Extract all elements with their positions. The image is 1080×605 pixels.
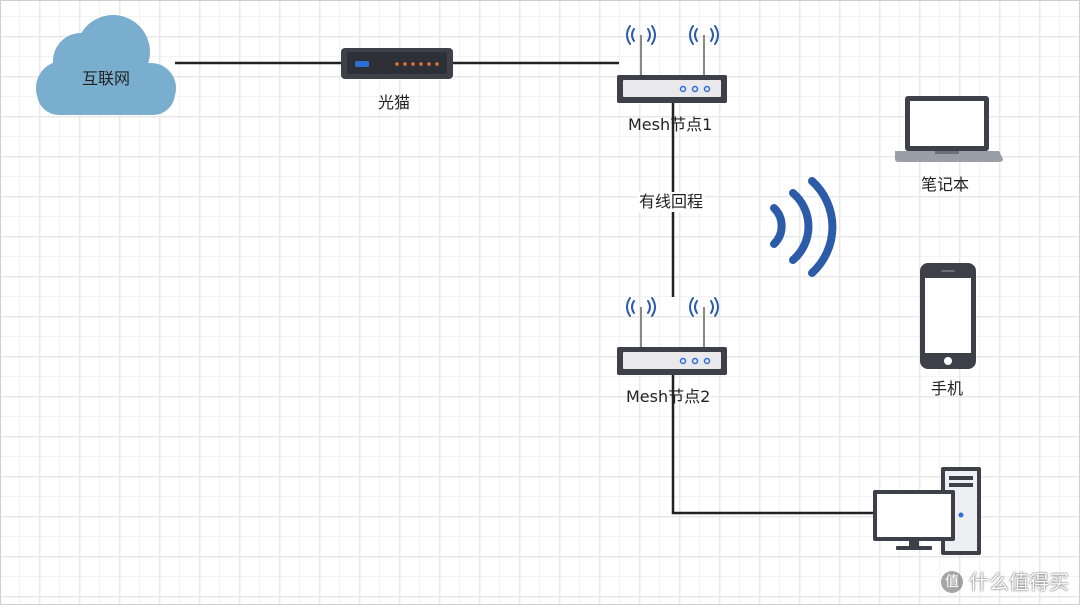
laptop-label: 笔记本 bbox=[921, 175, 970, 194]
cloud-icon bbox=[36, 15, 176, 115]
modem-icon bbox=[341, 48, 453, 79]
router-icon bbox=[617, 297, 727, 375]
watermark-text: 什么值得买 bbox=[969, 570, 1069, 594]
laptop-icon bbox=[895, 96, 1003, 162]
router-icon bbox=[617, 25, 727, 103]
desktop-pc-icon bbox=[873, 467, 981, 555]
phone-icon bbox=[920, 263, 976, 369]
wifi-signal-icon bbox=[770, 177, 837, 277]
mesh1-label: Mesh节点1 bbox=[628, 115, 713, 134]
link-mesh2-desktop bbox=[671, 373, 875, 515]
phone-label: 手机 bbox=[931, 379, 964, 398]
internet-label: 互联网 bbox=[82, 69, 131, 88]
backhaul-label: 有线回程 bbox=[637, 192, 706, 212]
modem-label: 光猫 bbox=[378, 93, 411, 112]
watermark: 值 什么值得买 bbox=[941, 570, 1069, 594]
mesh2-label: Mesh节点2 bbox=[626, 387, 711, 406]
watermark-logo-icon: 值 bbox=[941, 571, 963, 593]
